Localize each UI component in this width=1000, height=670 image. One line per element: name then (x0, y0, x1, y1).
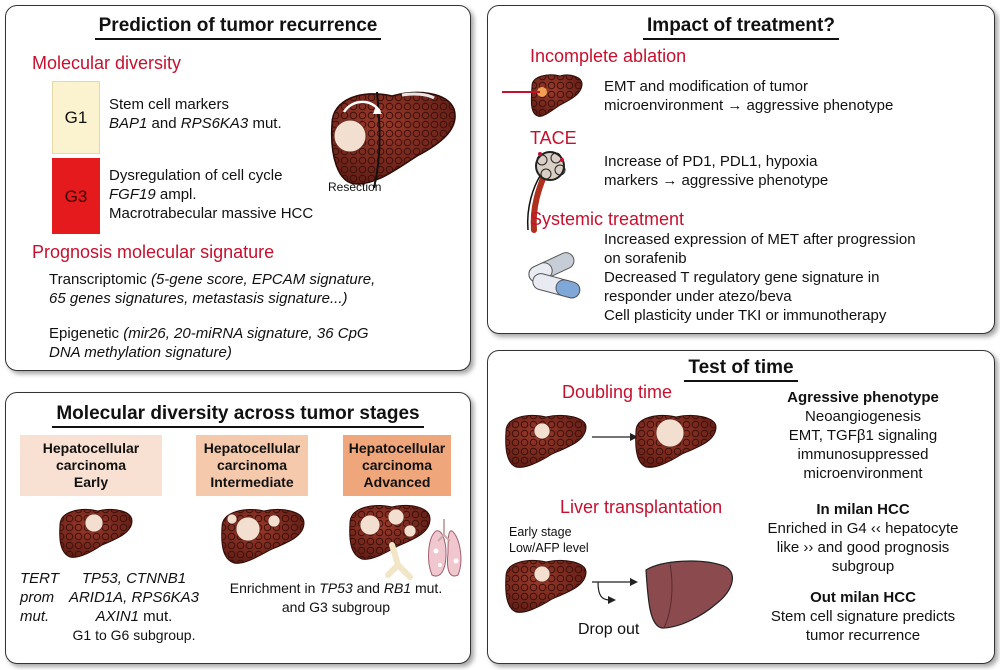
recurrence-title: Prediction of tumor recurrence (6, 15, 470, 40)
g3-box: G3 (52, 158, 100, 234)
early-liver-illustration (59, 508, 133, 558)
treatment-panel: Impact of treatment? Incomplete ablation… (487, 5, 995, 334)
intermediate-liver-illustration (221, 509, 305, 564)
time-title: Test of time (488, 357, 994, 382)
g1-description: Stem cell markers BAP1 and RPS6KA3 mut. (109, 96, 282, 132)
out-milan-text: Out milan HCC Stem cell signature predic… (770, 589, 956, 644)
transcriptomic-text: Transcriptomic (5-gene score, EPCAM sign… (49, 271, 376, 307)
systemic-heading: Systemic treatment (530, 209, 685, 229)
tace-heading: TACE (530, 128, 577, 148)
ablation-heading: Incomplete ablation (530, 46, 687, 66)
stages-title: Molecular diversity across tumor stages (6, 403, 470, 428)
resection-liver-illustration (330, 91, 456, 189)
resection-label: Resection (328, 180, 382, 194)
time-panel: Test of time Doubling time Liver transpl… (487, 350, 995, 664)
tace-vessel-illustration (526, 151, 566, 233)
dropout-label: Drop out (578, 621, 640, 638)
doubling-heading: Doubling time (562, 382, 673, 402)
prognosis-heading: Prognosis molecular signature (32, 242, 275, 262)
molecular-diversity-heading: Molecular diversity (32, 53, 182, 73)
transplant-heading: Liver transplantation (560, 497, 723, 517)
ablation-liver-illustration (502, 74, 583, 117)
early-genes-text: TP53, CTNNB1 ARID1A, RPS6KA3 AXIN1 mut. … (68, 570, 200, 643)
recurrence-panel: Prediction of tumor recurrence Molecular… (5, 5, 471, 371)
intermediate-enrichment-text: Enrichment in TP53 and RB1 mut. and G3 s… (229, 580, 443, 615)
epigenetic-text: Epigenetic (mir26, 20-miRNA signature, 3… (49, 325, 369, 361)
aggressive-phenotype-text: Agressive phenotype Neoangiogenesis EMT,… (787, 389, 939, 482)
g1-box: G1 (52, 81, 100, 154)
treatment-title: Impact of treatment? (488, 15, 994, 40)
systemic-text: Increased expression of MET after progre… (604, 231, 916, 324)
transplantation-illustration (505, 559, 733, 629)
pills-icon (528, 252, 581, 299)
doubling-time-illustration (505, 414, 717, 468)
in-milan-text: In milan HCC Enriched in G4 ‹‹ hepatocyt… (767, 501, 959, 575)
advanced-liver-illustration (349, 505, 462, 580)
stages-panel: Molecular diversity across tumor stages … (5, 392, 471, 664)
g3-description: Dysregulation of cell cycle FGF19 ampl. … (109, 167, 314, 222)
